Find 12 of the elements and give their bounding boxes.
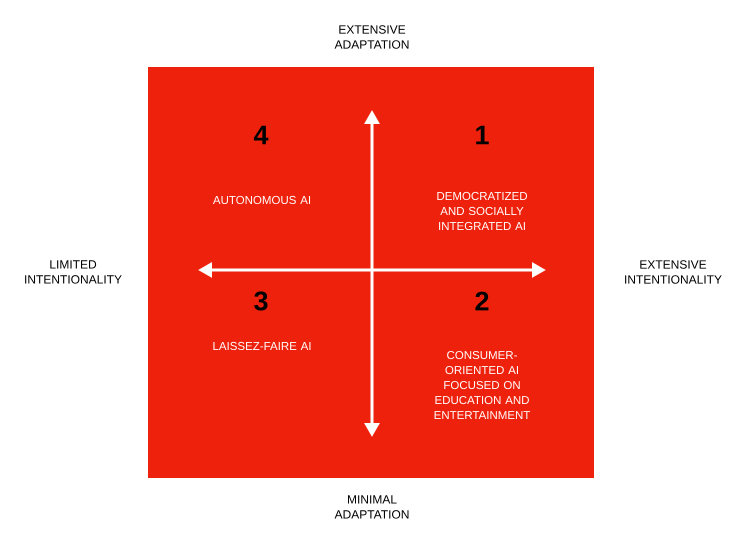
axis-label: EXTENSIVE ADAPTATION bbox=[334, 25, 408, 49]
quadrant-number: 1 bbox=[476, 126, 489, 144]
quadrant-number: 4 bbox=[254, 126, 268, 144]
axis-label: EXTENSIVE INTENTIONALITY bbox=[625, 260, 722, 284]
quadrant-number: 3 bbox=[254, 291, 268, 311]
quadrant-label: CONSUMER-ORIENTED AI FOCUSED ON EDUCATION AND ENTERTAINMENT bbox=[434, 350, 530, 419]
quadrant-label: LAISSEZ-FAIRE AI bbox=[213, 342, 310, 350]
axis-label: LIMITED INTENTIONALITY bbox=[25, 260, 122, 284]
quadrant-number: 2 bbox=[475, 292, 488, 310]
axis-label: MINIMAL ADAPTATION bbox=[334, 495, 408, 519]
quadrant-label: AUTONOMOUS AI bbox=[212, 196, 310, 204]
quadrant-label: DEMOCRATIZED AND SOCIALLY INTEGRATED AI bbox=[437, 192, 528, 230]
